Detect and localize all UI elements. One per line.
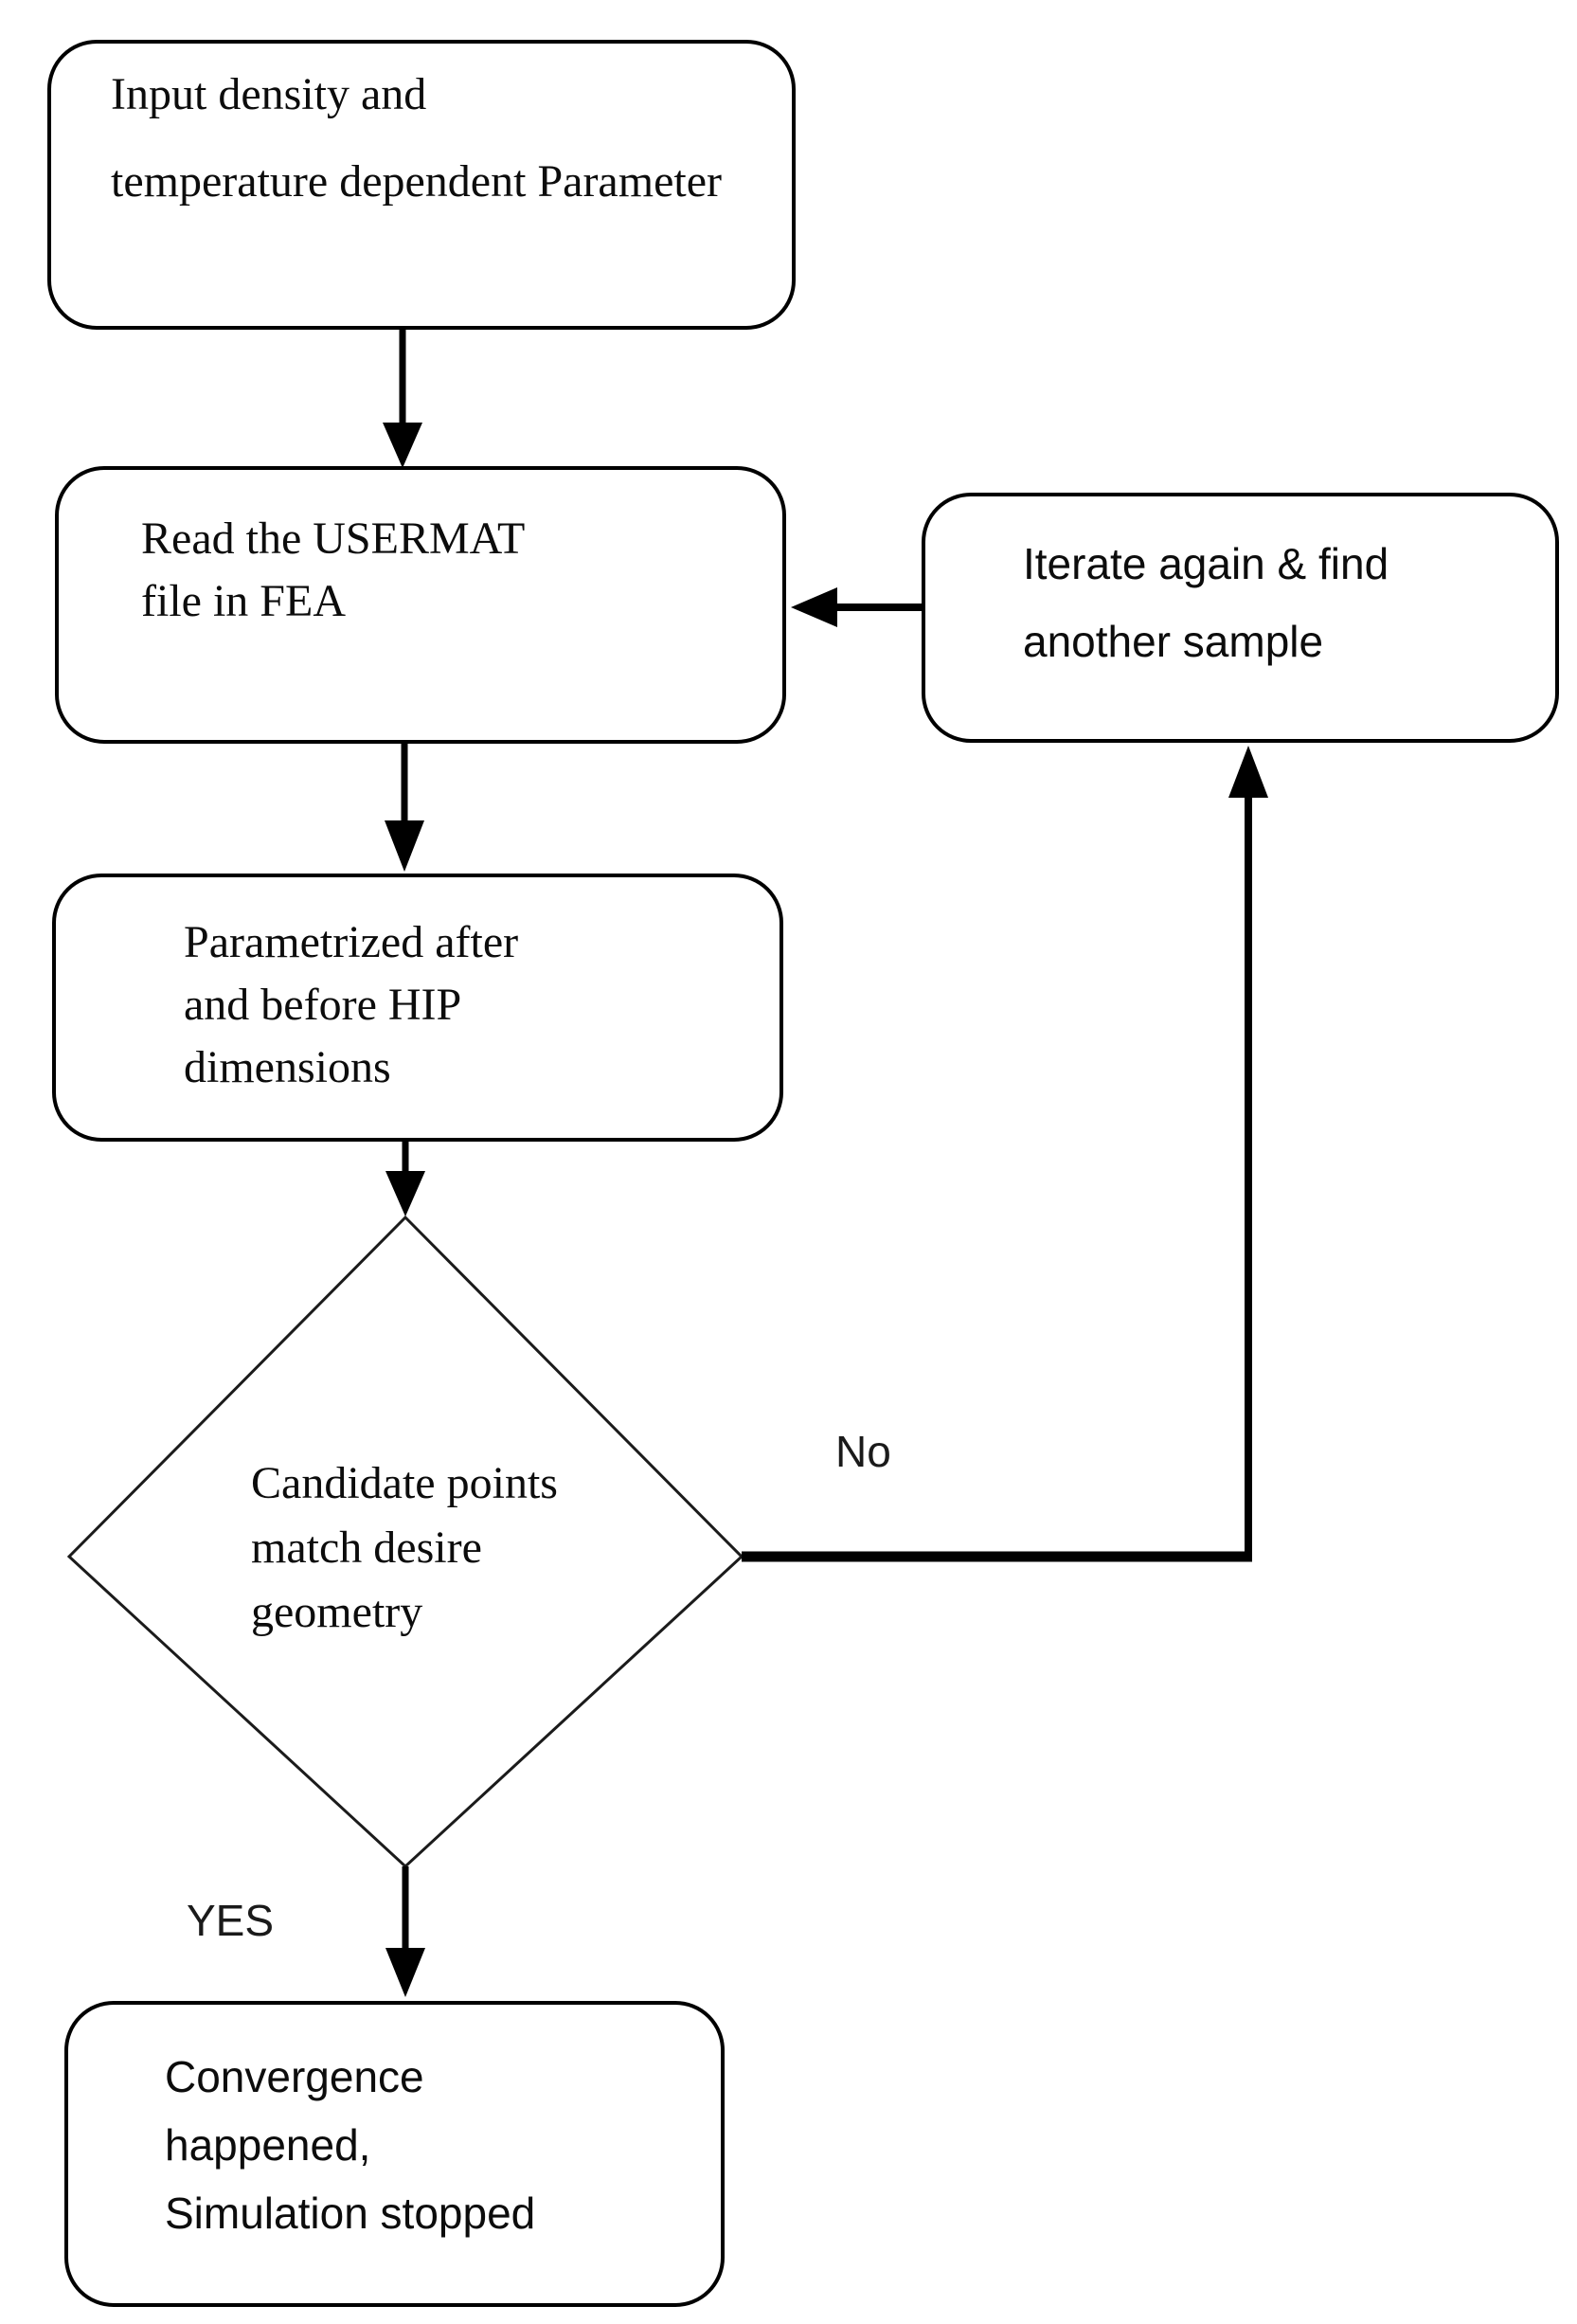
param-node-line-1: Parametrized after xyxy=(184,917,519,967)
input-parameters-node: Input density and temperature dependent … xyxy=(47,40,796,330)
decision-node-text: Candidate points match desire geometry xyxy=(251,1451,558,1645)
input-node-line-2: temperature dependent Parameter xyxy=(111,156,722,207)
iterate-again-node: Iterate again & find another sample xyxy=(922,493,1559,743)
param-node-line-3: dimensions xyxy=(184,1042,391,1092)
parametrized-dimensions-node: Parametrized after and before HIP dimens… xyxy=(52,874,783,1142)
no-path-arrow-head xyxy=(1228,746,1268,798)
read-usermat-node: Read the USERMAT file in FEA xyxy=(55,466,786,744)
decision-node-line-1: Candidate points xyxy=(251,1458,558,1508)
arrow-input-to-read-head xyxy=(383,423,422,468)
arrow-iterate-to-read-head xyxy=(791,587,837,627)
read-node-line-2: file in FEA xyxy=(141,576,346,626)
param-node-line-2: and before HIP xyxy=(184,980,462,1030)
iterate-node-line-2: another sample xyxy=(1023,617,1324,666)
convergence-node-line-2: happened, xyxy=(165,2120,371,2170)
decision-node-line-2: match desire xyxy=(251,1522,482,1573)
arrow-param-to-decision-head xyxy=(385,1171,425,1216)
iterate-node-line-1: Iterate again & find xyxy=(1023,539,1389,588)
input-node-line-1: Input density and xyxy=(111,69,427,119)
convergence-stop-node: Convergence happened, Simulation stopped xyxy=(64,2001,725,2307)
decision-node-line-3: geometry xyxy=(251,1587,423,1637)
arrow-read-to-param-head xyxy=(385,820,424,872)
convergence-node-line-3: Simulation stopped xyxy=(165,2189,536,2238)
yes-edge-label: YES xyxy=(187,1896,275,1945)
no-edge-label: No xyxy=(835,1427,891,1476)
convergence-node-line-1: Convergence xyxy=(165,2052,424,2101)
read-node-line-1: Read the USERMAT xyxy=(141,513,526,564)
arrow-decision-to-convergence-head xyxy=(385,1948,425,1997)
